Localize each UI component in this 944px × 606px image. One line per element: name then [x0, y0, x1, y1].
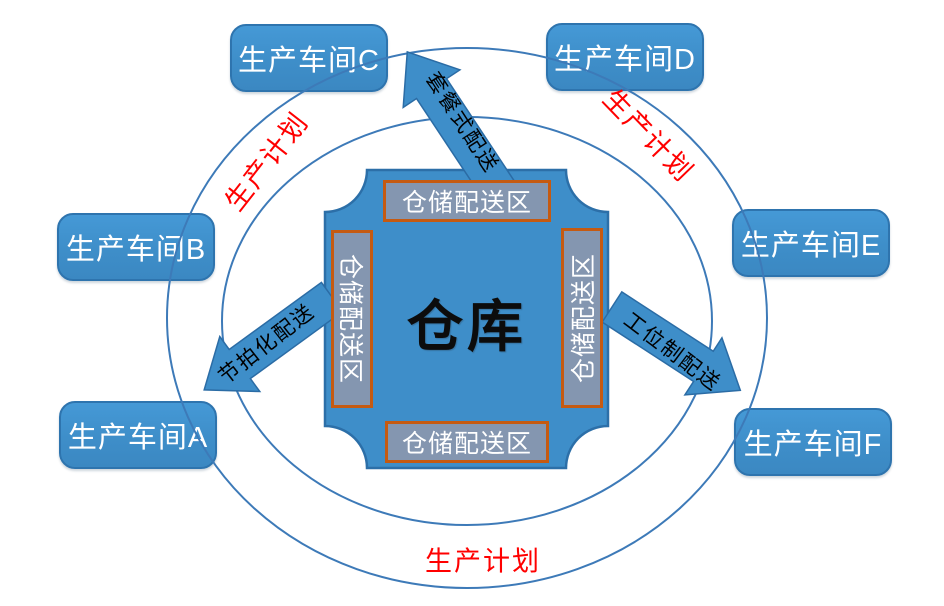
workshop-b-box: 生产车间B	[57, 213, 215, 281]
workshop-b-label: 生产车间B	[65, 234, 207, 266]
workshop-f-label: 生产车间F	[743, 429, 883, 461]
zone-right-label: 仓储配送区	[570, 252, 599, 384]
warehouse-title: 仓库	[407, 295, 527, 358]
set-meal-arrow	[402, 50, 517, 203]
zone-bottom-box: 仓储配送区	[385, 421, 549, 463]
zone-left-label: 仓储配送区	[336, 253, 365, 385]
zone-left-box: 仓储配送区	[331, 230, 373, 408]
takt-arrow-label: 节拍化配送	[214, 299, 320, 389]
workshop-f-box: 生产车间F	[734, 408, 892, 476]
workshop-e-box: 生产车间E	[732, 209, 890, 277]
set-meal-arrow-label: 套餐式配送	[420, 68, 503, 178]
workshop-e-label: 生产车间E	[740, 230, 882, 262]
outer-orbit-ellipse	[166, 47, 768, 589]
zone-top-label: 仓储配送区	[401, 189, 532, 217]
zone-bottom-label: 仓储配送区	[401, 430, 532, 458]
workshop-a-label: 生产车间A	[67, 422, 209, 454]
zone-top-box: 仓储配送区	[383, 180, 551, 222]
plan-label-top-right: 生产计划	[597, 83, 700, 188]
workshop-c-label: 生产车间C	[238, 45, 380, 77]
warehouse-square	[323, 168, 610, 470]
workshop-c-box: 生产车间C	[230, 24, 388, 92]
workshop-d-label: 生产车间D	[554, 44, 696, 76]
workshop-d-box: 生产车间D	[546, 23, 704, 91]
workstation-arrow-label: 工位制配送	[619, 308, 725, 396]
workshop-a-box: 生产车间A	[59, 401, 217, 469]
zone-right-box: 仓储配送区	[561, 228, 603, 408]
plan-label-top-left: 生产计划	[219, 106, 315, 217]
workstation-arrow	[601, 290, 742, 396]
plan-label-bottom: 生产计划	[425, 546, 541, 577]
takt-arrow	[203, 281, 344, 393]
